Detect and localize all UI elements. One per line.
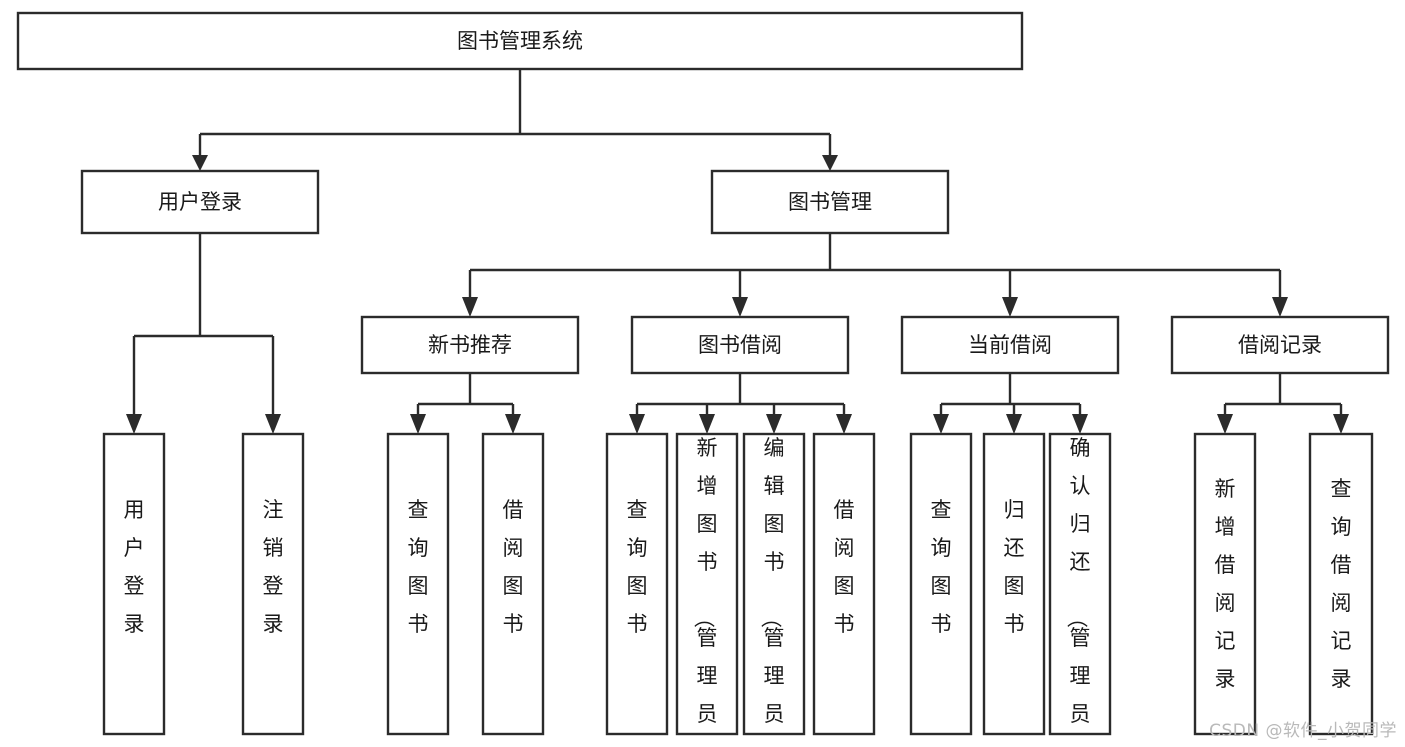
leaf-user-login-box[interactable] <box>102 432 166 736</box>
leaf-add-book-admin-box[interactable] <box>675 432 739 736</box>
node-book-borrow[interactable]: 图书借阅 <box>630 315 850 375</box>
node-book-borrow-label: 图书借阅 <box>698 333 782 357</box>
arrowhead-manage <box>822 155 838 171</box>
arrowhead-current-borrow <box>1002 297 1018 317</box>
leaf-borrow-books-bb-label: 借阅图书 <box>834 498 855 636</box>
node-borrow-record[interactable]: 借阅记录 <box>1170 315 1390 375</box>
arrowhead-nb-leaf-2 <box>505 414 521 434</box>
leaf-borrow-books-nb-box[interactable] <box>481 432 545 736</box>
leaf-edit-book-admin-box[interactable] <box>742 432 806 736</box>
connector-layer <box>126 69 1349 434</box>
node-user-login-box[interactable] <box>80 169 320 235</box>
leaf-return-books-label: 归还图书 <box>1004 498 1025 636</box>
leaf-node-add-borrow-record[interactable]: 新增借阅记录 <box>1193 432 1257 736</box>
leaf-return-books-box[interactable] <box>982 432 1046 736</box>
arrowhead-login <box>192 155 208 171</box>
node-new-book-recommend-box[interactable] <box>360 315 580 375</box>
node-borrow-record-box[interactable] <box>1170 315 1390 375</box>
leaf-node-query-books-nb[interactable]: 查询图书 <box>386 432 450 736</box>
leaf-user-login-label: 用户登录 <box>124 498 145 636</box>
csdn-watermark: CSDN @软件_小贺同学 <box>1209 721 1397 741</box>
leaf-node-borrow-books-bb[interactable]: 借阅图书 <box>812 432 876 736</box>
arrowhead-new-books <box>462 297 478 317</box>
leaf-node-query-borrow-record[interactable]: 查询借阅记录 <box>1308 432 1374 736</box>
leaf-node-borrow-books-nb[interactable]: 借阅图书 <box>481 432 545 736</box>
arrowhead-bb-leaf-1 <box>629 414 645 434</box>
leaf-node-add-book-admin[interactable]: 新增图书（管理员） <box>675 432 739 747</box>
leaf-node-user-login[interactable]: 用户登录 <box>102 432 166 736</box>
leaf-add-borrow-record-label: 新增借阅记录 <box>1215 477 1236 691</box>
leaf-confirm-return-admin-label: 确认归还（管理员） <box>1065 436 1091 747</box>
leaf-add-borrow-record-box[interactable] <box>1193 432 1257 736</box>
node-book-management-label: 图书管理 <box>788 190 872 214</box>
arrowhead-cb-leaf-3 <box>1072 414 1088 434</box>
node-current-borrow-label: 当前借阅 <box>968 333 1052 357</box>
leaf-query-borrow-record-box[interactable] <box>1308 432 1374 736</box>
leaf-logout-box[interactable] <box>241 432 305 736</box>
arrowhead-cb-leaf-1 <box>933 414 949 434</box>
arrowhead-borrow-books <box>732 297 748 317</box>
leaf-node-query-books-bb[interactable]: 查询图书 <box>605 432 669 736</box>
node-book-management-box[interactable] <box>710 169 950 235</box>
leaf-borrow-books-nb-label: 借阅图书 <box>503 498 524 636</box>
leaf-confirm-return-admin-box[interactable] <box>1048 432 1112 736</box>
arrowhead-nb-leaf-1 <box>410 414 426 434</box>
node-book-borrow-box[interactable] <box>630 315 850 375</box>
leaf-borrow-books-bb-box[interactable] <box>812 432 876 736</box>
leaf-add-book-admin-label: 新增图书（管理员） <box>692 436 718 747</box>
node-root[interactable]: 图书管理系统 <box>16 11 1024 71</box>
leaf-query-books-bb-label: 查询图书 <box>627 498 648 636</box>
leaf-query-borrow-record-label: 查询借阅记录 <box>1331 477 1352 691</box>
node-new-book-recommend[interactable]: 新书推荐 <box>360 315 580 375</box>
arrowhead-borrow-record <box>1272 297 1288 317</box>
leaf-query-books-nb-box[interactable] <box>386 432 450 736</box>
arrowhead-br-leaf-2 <box>1333 414 1349 434</box>
arrowhead-bb-leaf-3 <box>766 414 782 434</box>
node-borrow-record-label: 借阅记录 <box>1238 333 1322 357</box>
node-user-login-label: 用户登录 <box>158 190 242 214</box>
arrowhead-cb-leaf-2 <box>1006 414 1022 434</box>
arrowhead-leaf-user-login <box>126 414 142 434</box>
arrowhead-leaf-logout <box>265 414 281 434</box>
arrowhead-bb-leaf-4 <box>836 414 852 434</box>
leaf-edit-book-admin-label: 编辑图书（管理员） <box>759 436 785 747</box>
leaf-node-confirm-return-admin[interactable]: 确认归还（管理员） <box>1048 432 1112 747</box>
node-book-management[interactable]: 图书管理 <box>710 169 950 235</box>
node-new-book-recommend-label: 新书推荐 <box>428 333 512 357</box>
leaf-query-books-bb-box[interactable] <box>605 432 669 736</box>
arrowhead-bb-leaf-2 <box>699 414 715 434</box>
leaf-logout-label: 注销登录 <box>263 498 284 636</box>
leaf-query-books-cb-box[interactable] <box>909 432 973 736</box>
arrowhead-br-leaf-1 <box>1217 414 1233 434</box>
node-root-label: 图书管理系统 <box>457 29 583 53</box>
leaf-query-books-nb-label: 查询图书 <box>408 498 429 636</box>
node-root-box[interactable] <box>16 11 1024 71</box>
node-current-borrow[interactable]: 当前借阅 <box>900 315 1120 375</box>
leaf-node-logout[interactable]: 注销登录 <box>241 432 305 736</box>
leaf-query-books-cb-label: 查询图书 <box>931 498 952 636</box>
leaf-node-query-books-cb[interactable]: 查询图书 <box>909 432 973 736</box>
node-current-borrow-box[interactable] <box>900 315 1120 375</box>
leaf-node-return-books[interactable]: 归还图书 <box>982 432 1046 736</box>
leaf-node-edit-book-admin[interactable]: 编辑图书（管理员） <box>742 432 806 747</box>
node-user-login[interactable]: 用户登录 <box>80 169 320 235</box>
